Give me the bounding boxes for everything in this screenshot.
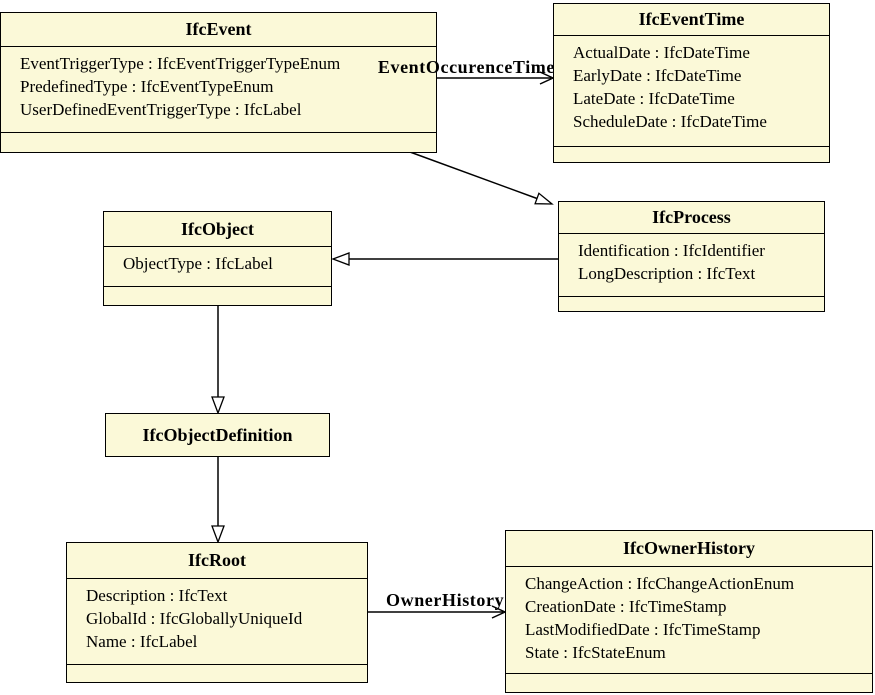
class-title: IfcOwnerHistory	[506, 531, 872, 567]
class-attribute: GlobalId : IfcGloballyUniqueId	[86, 609, 303, 628]
edge-label-event-occurence-time: EventOccurenceTime	[377, 57, 555, 77]
class-title: IfcRoot	[67, 543, 367, 579]
class-attribute: LastModifiedDate : IfcTimeStamp	[525, 620, 761, 639]
class-attribute: Identification : IfcIdentifier	[578, 241, 765, 260]
class-box-ifcprocess: IfcProcess Identification : IfcIdentifie…	[558, 201, 825, 312]
class-attribute: ObjectType : IfcLabel	[123, 254, 273, 273]
class-operations-empty	[559, 297, 824, 311]
class-attribute: Description : IfcText	[86, 586, 228, 605]
generalization-arrow-object-objectdefinition	[211, 306, 225, 415]
class-title: IfcProcess	[559, 202, 824, 234]
class-box-ifcobjectdefinition: IfcObjectDefinition	[105, 413, 330, 457]
class-attribute: UserDefinedEventTriggerType : IfcLabel	[20, 100, 302, 119]
class-attributes: EventTriggerType : IfcEventTriggerTypeEn…	[1, 47, 436, 133]
generalization-arrow-event-process	[409, 151, 554, 205]
class-operations-empty	[506, 674, 872, 692]
class-attribute: EarlyDate : IfcDateTime	[573, 66, 742, 85]
generalization-arrow-objectdefinition-root	[211, 457, 225, 544]
class-attribute: CreationDate : IfcTimeStamp	[525, 597, 727, 616]
class-box-ifcownerhistory: IfcOwnerHistory ChangeAction : IfcChange…	[505, 530, 873, 693]
class-operations-empty	[554, 147, 829, 162]
class-box-ifcevent: IfcEvent EventTriggerType : IfcEventTrig…	[0, 12, 437, 153]
class-title: IfcObject	[104, 212, 331, 247]
class-box-ifcroot: IfcRoot Description : IfcText GlobalId :…	[66, 542, 368, 683]
class-attribute: ChangeAction : IfcChangeActionEnum	[525, 574, 795, 593]
class-attribute: State : IfcStateEnum	[525, 643, 666, 662]
class-attribute: LateDate : IfcDateTime	[573, 89, 735, 108]
class-attributes: ChangeAction : IfcChangeActionEnum Creat…	[506, 567, 872, 674]
class-attribute: EventTriggerType : IfcEventTriggerTypeEn…	[20, 54, 341, 73]
class-attribute: ScheduleDate : IfcDateTime	[573, 112, 767, 131]
class-title: IfcEventTime	[554, 4, 829, 36]
class-attribute: PredefinedType : IfcEventTypeEnum	[20, 77, 274, 96]
class-box-ifcobject: IfcObject ObjectType : IfcLabel	[103, 211, 332, 306]
class-attribute: Name : IfcLabel	[86, 632, 198, 651]
class-title: IfcObjectDefinition	[142, 424, 293, 445]
class-operations-empty	[67, 665, 367, 682]
class-attributes: ObjectType : IfcLabel	[104, 247, 331, 287]
class-attribute: LongDescription : IfcText	[578, 264, 756, 283]
class-operations-empty	[104, 287, 331, 305]
class-attribute: ActualDate : IfcDateTime	[573, 43, 750, 62]
class-box-ifceventtime: IfcEventTime ActualDate : IfcDateTime Ea…	[553, 3, 830, 163]
class-operations-empty	[1, 133, 436, 152]
generalization-arrow-process-object	[331, 252, 558, 266]
class-attributes: Identification : IfcIdentifier LongDescr…	[559, 234, 824, 297]
class-attributes: ActualDate : IfcDateTime EarlyDate : Ifc…	[554, 36, 829, 147]
class-attributes: Description : IfcText GlobalId : IfcGlob…	[67, 579, 367, 665]
class-title: IfcEvent	[1, 13, 436, 47]
edge-label-owner-history: OwnerHistory	[386, 590, 505, 610]
